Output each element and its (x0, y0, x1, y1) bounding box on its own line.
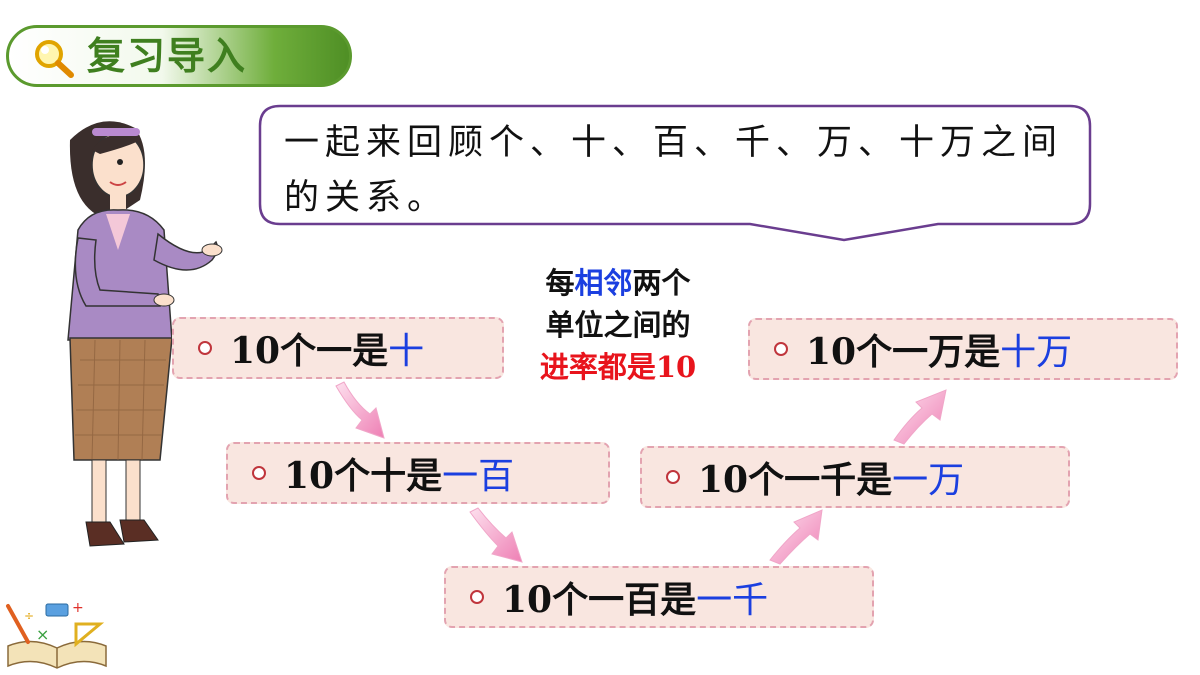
bubble-text: 一起来回顾个、十、百、千、万、十万之间的关系。 (284, 123, 1064, 218)
bullet-icon (666, 470, 680, 484)
rule-text: 10个十是 (284, 455, 443, 497)
arrow-up-icon (893, 389, 947, 445)
bullet-icon (470, 590, 484, 604)
note-highlight-rate: 进率都是10 (539, 350, 697, 384)
svg-text:×: × (36, 625, 49, 644)
magnifier-icon (35, 40, 74, 78)
rule-text: 10个一是 (230, 330, 389, 372)
arrow-down-icon (335, 381, 385, 439)
rule-highlight: 十万 (1000, 332, 1073, 373)
teacher-illustration (67, 121, 223, 547)
arrow-up-icon (769, 509, 823, 565)
rule-box-thousand: 10个一百是一千 (444, 566, 874, 628)
rule-highlight: 一千 (696, 580, 769, 621)
rate-note: 每相邻两个 单位之间的 进率都是10 (508, 262, 728, 388)
book-math-icon: + × ÷ (6, 600, 107, 669)
rule-highlight: 一百 (442, 456, 515, 497)
svg-text:+: + (72, 600, 84, 616)
bullet-icon (774, 342, 788, 356)
rule-box-ten-thousand: 10个一千是一万 (640, 446, 1070, 508)
rule-text: 10个一百是 (502, 579, 697, 621)
note-text: 每 (545, 266, 575, 300)
rule-text: 10个一万是 (806, 331, 1001, 373)
svg-text:÷: ÷ (24, 609, 34, 623)
rule-box-hundred-thousand: 10个一万是十万 (748, 318, 1178, 380)
header-title: 复习导入 (87, 34, 248, 78)
rule-highlight: 一万 (892, 460, 965, 501)
bullet-icon (252, 466, 266, 480)
rule-box-ten: 10个一是十 (172, 317, 504, 379)
note-text: 两个 (632, 266, 691, 300)
note-highlight-adjacent: 相邻 (574, 266, 633, 300)
bullet-icon (198, 341, 212, 355)
rule-highlight: 十 (388, 331, 425, 372)
note-line: 单位之间的 (545, 308, 691, 342)
section-header: 复习导入 (6, 25, 352, 87)
rule-text: 10个一千是 (698, 459, 893, 501)
speech-bubble (258, 104, 1092, 242)
rule-box-hundred: 10个十是一百 (226, 442, 610, 504)
arrow-down-icon (469, 507, 523, 563)
